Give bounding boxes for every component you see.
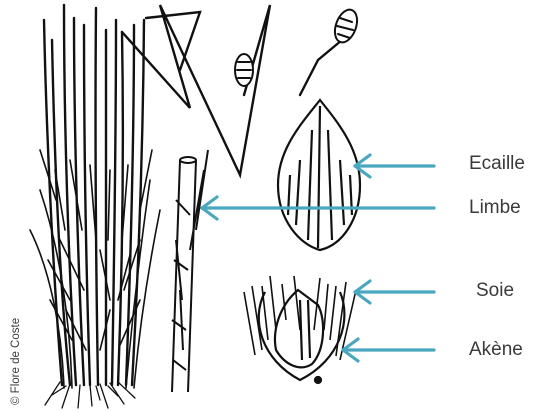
- label-ecaille: Ecaille: [469, 153, 525, 175]
- arrow-soie: [355, 281, 434, 303]
- copyright-credit: © Flore de Coste: [10, 318, 22, 405]
- label-limbe: Limbe: [469, 197, 521, 219]
- achene-drawing: [244, 276, 356, 383]
- stem-detail-drawing: [172, 150, 208, 392]
- scale-drawing: [278, 100, 360, 250]
- arrow-akene: [343, 339, 434, 361]
- label-akene: Akène: [469, 339, 523, 361]
- arrow-ecaille: [355, 155, 434, 177]
- label-soie: Soie: [476, 280, 514, 302]
